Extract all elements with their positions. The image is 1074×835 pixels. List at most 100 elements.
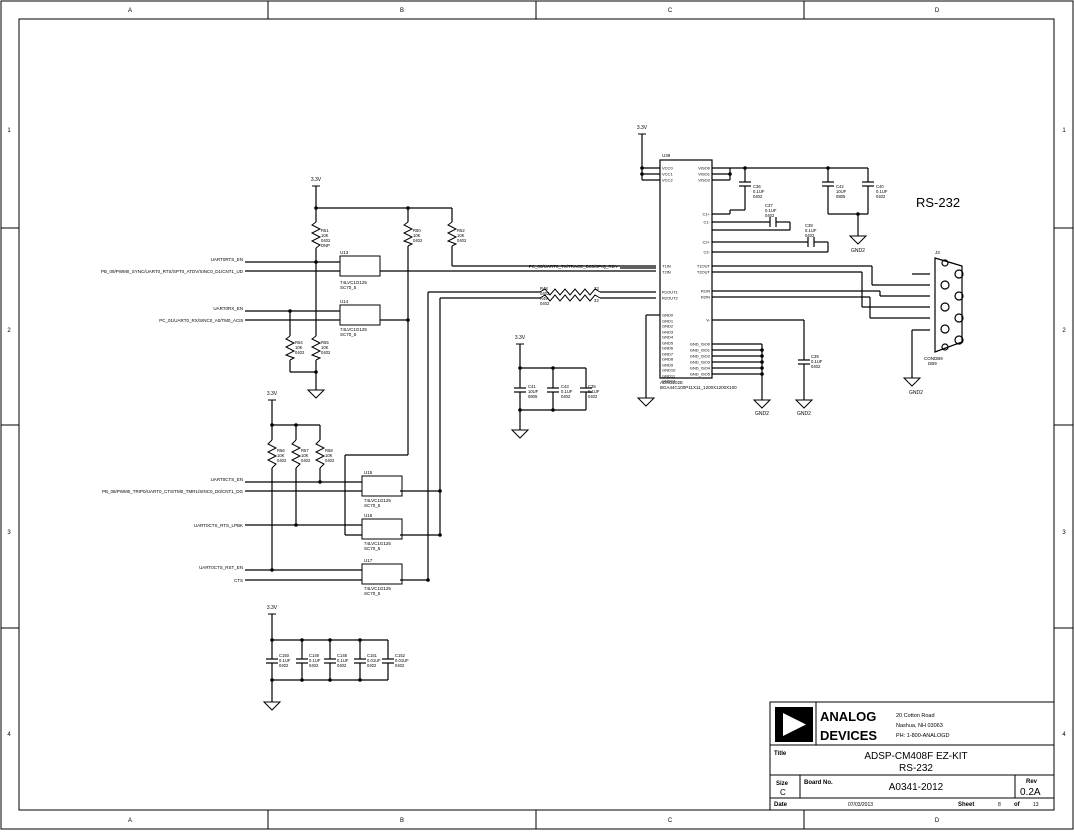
sheet-label: RS-232	[916, 195, 960, 210]
net-cts: CTS	[234, 578, 243, 583]
c43-val: 0.1UF	[561, 389, 573, 394]
ground-symbols	[262, 235, 922, 711]
zone-row-2-right: 2	[1062, 328, 1066, 334]
u14-pkg: SC70_5	[340, 332, 357, 337]
c37-val: 0.1UF	[765, 208, 777, 213]
r52-body	[446, 221, 458, 247]
db9-pin	[954, 313, 964, 323]
pwr-label-3v3: 3.3V	[637, 125, 648, 131]
u39-ic-body	[659, 159, 713, 379]
r50-val: 10K	[413, 233, 421, 238]
u15-ref: U15	[364, 470, 373, 475]
gnd2-label: GND2	[909, 390, 923, 396]
c148-ref: C148	[337, 653, 348, 658]
u15-pkg: SC70_5	[364, 503, 381, 508]
gnd-icon	[636, 397, 656, 407]
u39-pin-left: GND6	[662, 346, 674, 351]
c38-pkg: 0402	[805, 233, 815, 238]
c38-ref: C38	[805, 223, 813, 228]
board-number: A0341-2012	[889, 782, 944, 793]
u16-pkg: SC70_5	[364, 546, 381, 551]
net-uart0-rx-en: UART0RX_EN	[213, 306, 243, 311]
j3-ref: J3	[935, 250, 940, 255]
r52-ref: R52	[457, 228, 465, 233]
u39-pin-right: C1+	[703, 212, 711, 217]
r58-ref: R58	[325, 448, 333, 453]
db9-connector	[934, 257, 964, 353]
u39-pin-right: VISO0	[698, 166, 711, 171]
r50-pkg: 0402	[413, 238, 423, 243]
r55-ref: R55	[321, 340, 329, 345]
r57-pkg: 0402	[301, 458, 311, 463]
net-pc01: PC_01/UART0_RX/SINC0_A0/TM0_ACI5	[159, 318, 243, 323]
c35-ref: C35	[588, 384, 596, 389]
u39-pin-left: GND2	[662, 324, 674, 329]
u39-pin-left: GND0	[662, 313, 674, 318]
c41-ref: C41	[528, 384, 536, 389]
c41-val: 10UF	[528, 389, 539, 394]
r51-note: DNP	[321, 243, 330, 248]
r51-body	[310, 221, 322, 249]
zone-row-2: 2	[7, 328, 11, 334]
c42-val: 10UF	[836, 189, 847, 194]
c40-pkg: 0402	[876, 194, 886, 199]
inner-frame	[18, 18, 1055, 811]
net-pc00: PC_00/UART0_TX/TRACE_D03/SPIQ_RDY	[529, 264, 618, 269]
c149-pkg: 0402	[309, 663, 319, 668]
db9-pin	[954, 269, 964, 279]
u39-pin-left: GND9	[662, 363, 674, 368]
u17-ref: U17	[364, 558, 373, 563]
r54-ref: R54	[295, 340, 303, 345]
zone-row-3-right: 3	[1062, 530, 1066, 536]
adi-logo	[775, 707, 813, 742]
c148-val: 0.1UF	[337, 658, 349, 663]
c43-pkg: 0402	[561, 394, 571, 399]
u13-ref: U13	[340, 250, 349, 255]
resistor-bodies	[266, 221, 601, 469]
date-value: 07/03/2013	[848, 802, 873, 808]
board-label: Board No.	[804, 780, 833, 786]
net-cts-rst-en: UART0CTS_RST_EN	[199, 565, 243, 570]
sheet-label-tb: Sheet	[958, 802, 974, 808]
sheet-number: 8	[998, 802, 1001, 808]
u39-pin-right: GND_ISO2	[690, 354, 711, 359]
r54-body	[284, 335, 296, 361]
title-line-2: RS-232	[899, 763, 933, 774]
u39-pin-right: VISO2	[698, 178, 711, 183]
c151-val: 0.01UF	[367, 658, 381, 663]
r55-pkg: 0402	[321, 350, 331, 355]
r56-ref: R56	[277, 448, 285, 453]
u39-pin-left: GND4	[662, 335, 674, 340]
zone-col-a: A	[128, 8, 132, 14]
c36-ref: C36	[753, 184, 761, 189]
r48-pkg: 0402	[540, 291, 550, 296]
u39-pin-right: GND_ISO1	[690, 348, 711, 353]
u39-pin-left: GND7	[662, 352, 674, 357]
u15-part: 74LVC1G125	[364, 498, 391, 503]
gnd-icon	[794, 399, 814, 409]
c40-ref: C40	[876, 184, 884, 189]
c39-val: 0.1UF	[811, 359, 823, 364]
gnd-icon	[510, 429, 530, 439]
rev-label: Rev	[1026, 779, 1038, 785]
c42-pkg: 0805	[836, 194, 846, 199]
c39-pkg: 0402	[811, 364, 821, 369]
title-label: Title	[774, 751, 787, 757]
c37-pkg: 0402	[765, 213, 775, 218]
u14-part: 74LVC1G125	[340, 327, 367, 332]
gnd2-label: GND2	[755, 411, 769, 417]
zone-row-4: 4	[7, 732, 11, 738]
u39-pin-right: GND_ISO0	[690, 342, 711, 347]
pwr-label-3v3: 3.3V	[311, 177, 322, 183]
zone-col-d: D	[935, 8, 940, 14]
zone-col-d-bottom: D	[935, 818, 940, 824]
u39-pins-right: VISO0VISO1VISO2C1+C1-C2+C2-T1OUTT2OUTR1I…	[690, 166, 711, 377]
u16-ref: U16	[364, 513, 373, 518]
c150-ref: C150	[279, 653, 290, 658]
r49-val: 33	[594, 298, 599, 303]
u17-box	[361, 563, 403, 585]
gnd-icon	[902, 377, 922, 387]
